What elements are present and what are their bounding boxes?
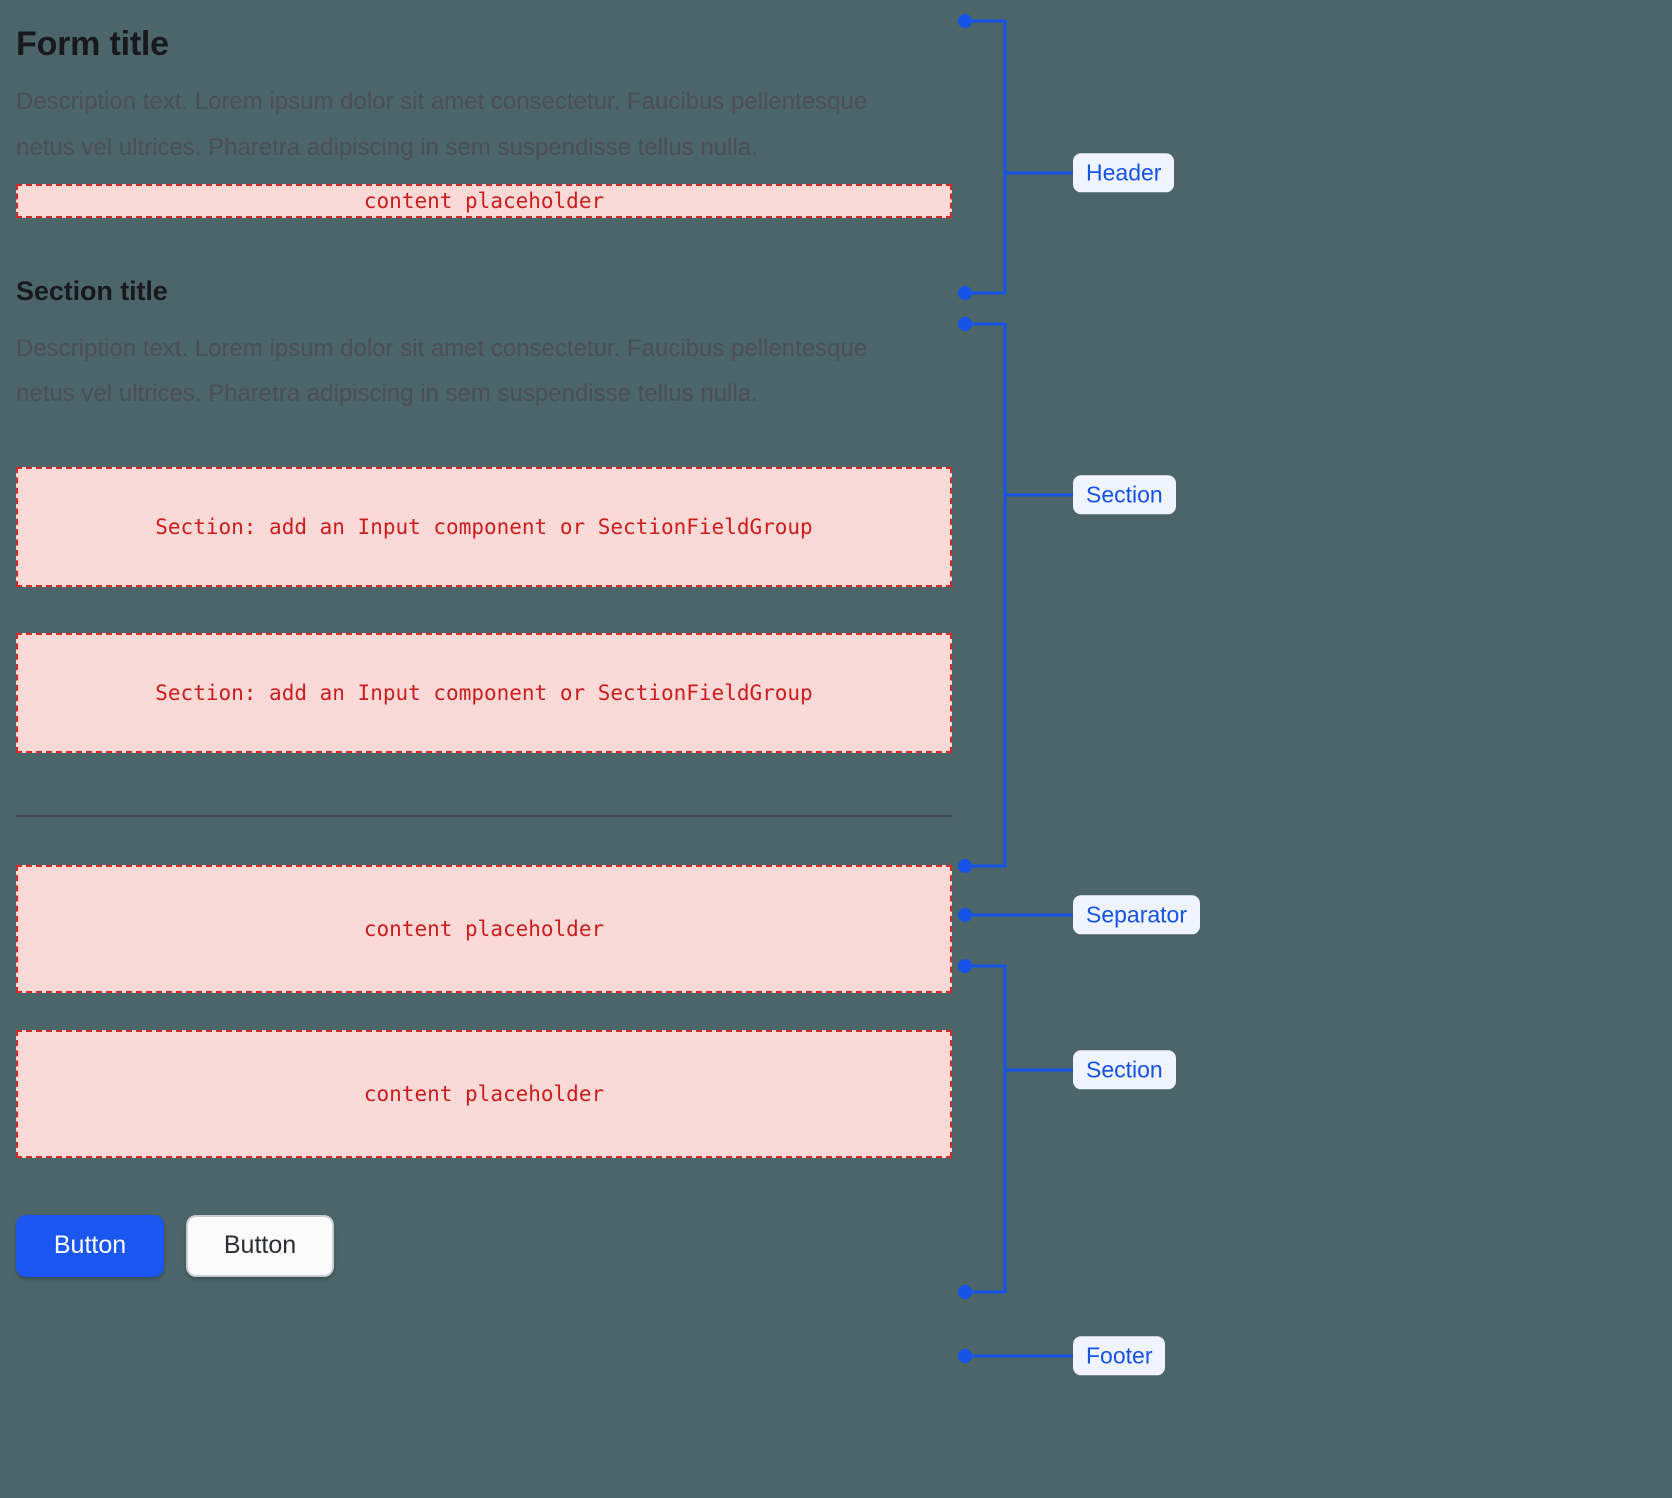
- section-one-field-placeholder-2[interactable]: Section: add an Input component or Secti…: [16, 632, 952, 753]
- form-content-column: Form title Description text. Lorem ipsum…: [16, 0, 952, 1277]
- annotation-label-header[interactable]: Header: [1073, 153, 1175, 193]
- separator-dot: [958, 908, 972, 922]
- annotation-label-section-two[interactable]: Section: [1073, 1050, 1176, 1090]
- section-one-field-placeholder-1[interactable]: Section: add an Input component or Secti…: [16, 466, 952, 587]
- section-two-bracket-dot-bottom: [958, 1285, 972, 1299]
- section-one-title: Section title: [16, 275, 168, 306]
- form-title: Form title: [16, 25, 169, 63]
- header-bracket-dot-top: [958, 14, 972, 28]
- secondary-button[interactable]: Button: [186, 1214, 334, 1277]
- annotation-label-footer[interactable]: Footer: [1073, 1336, 1166, 1376]
- header-content-placeholder[interactable]: content placeholder: [16, 183, 952, 218]
- form-separator: [16, 814, 952, 817]
- header-bracket-dot-bottom: [958, 286, 972, 300]
- section-one-description: Description text. Lorem ipsum dolor sit …: [16, 334, 868, 407]
- form-footer: Button Button: [16, 1214, 952, 1277]
- form-section-two: content placeholder content placeholder: [16, 864, 952, 1158]
- annotation-endpoint-dots: [958, 14, 972, 1363]
- section-two-bracket-dot-top: [958, 959, 972, 973]
- form-description: Description text. Lorem ipsum dolor sit …: [16, 88, 868, 161]
- annotation-label-separator[interactable]: Separator: [1073, 895, 1201, 935]
- section-two-bracket: [965, 964, 1007, 1294]
- annotation-label-section-one[interactable]: Section: [1073, 475, 1176, 515]
- form-section-one: Section title Description text. Lorem ip…: [16, 275, 952, 753]
- section-two-content-placeholder-2[interactable]: content placeholder: [16, 1029, 952, 1158]
- section-two-content-placeholder-1[interactable]: content placeholder: [16, 864, 952, 993]
- section-one-bracket-dot-bottom: [958, 859, 972, 873]
- section-one-bracket-dot-top: [958, 317, 972, 331]
- primary-button[interactable]: Button: [16, 1214, 164, 1277]
- footer-dot: [958, 1349, 972, 1363]
- section-one-bracket: [965, 322, 1007, 868]
- header-bracket: [965, 19, 1007, 295]
- form-header: Form title Description text. Lorem ipsum…: [16, 24, 952, 218]
